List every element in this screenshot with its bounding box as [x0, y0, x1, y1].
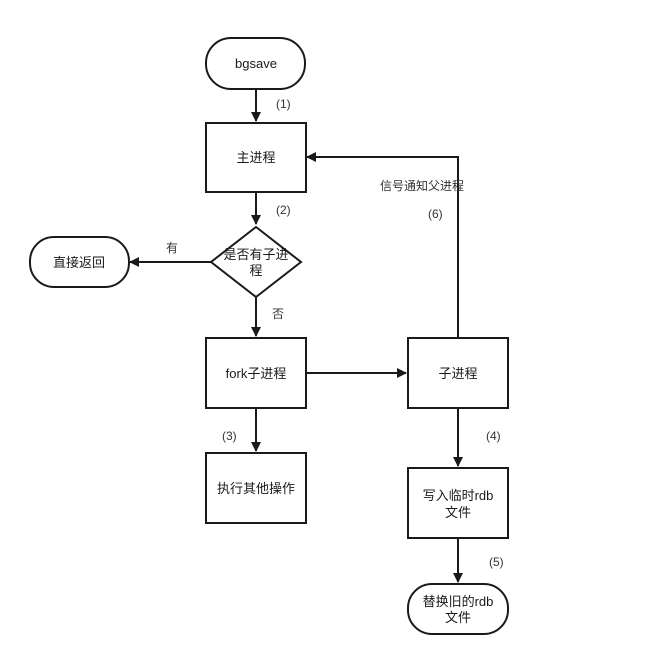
- edge-label-notify-parent: 信号通知父进程: [380, 178, 464, 193]
- node-other-ops-label: 执行其他操作: [217, 481, 295, 496]
- node-replace-label-line1: 替换旧的rdb: [423, 594, 494, 609]
- node-write-temp-label-line1: 写入临时rdb: [423, 488, 494, 503]
- edge-label-step5: (5): [489, 555, 504, 569]
- node-decision-label-line2: 程: [249, 263, 262, 278]
- node-decision-label-line1: 是否有子进: [223, 247, 288, 262]
- node-fork-label: fork子进程: [226, 366, 287, 381]
- node-replace-shape: [407, 583, 509, 635]
- edge-label-step4: (4): [486, 429, 501, 443]
- edge-label-step6: (6): [428, 207, 443, 221]
- node-fork-shape: [205, 337, 307, 409]
- node-child-process-label: 子进程: [438, 366, 477, 381]
- node-other-ops-shape: [205, 452, 307, 524]
- edge-child-to-main: [306, 152, 459, 337]
- node-decision-shape: [209, 225, 303, 299]
- edge-label-step1: (1): [276, 97, 291, 111]
- node-main-process-label: 主进程: [236, 150, 275, 165]
- edge-label-step2: (2): [276, 203, 291, 217]
- node-child-process-shape: [407, 337, 509, 409]
- edge-label-no: 否: [272, 307, 284, 321]
- node-write-temp-shape: [407, 467, 509, 539]
- node-return-label: 直接返回: [53, 255, 105, 270]
- edge-label-yes: 有: [166, 241, 178, 255]
- node-main-process-shape: [205, 122, 307, 193]
- node-replace-label-line2: 文件: [445, 610, 471, 625]
- edge-label-step3: (3): [222, 429, 237, 443]
- node-return-shape: [29, 236, 130, 288]
- node-bgsave-label: bgsave: [235, 56, 277, 71]
- node-bgsave-shape: [205, 37, 306, 90]
- node-write-temp-label-line2: 文件: [445, 505, 471, 520]
